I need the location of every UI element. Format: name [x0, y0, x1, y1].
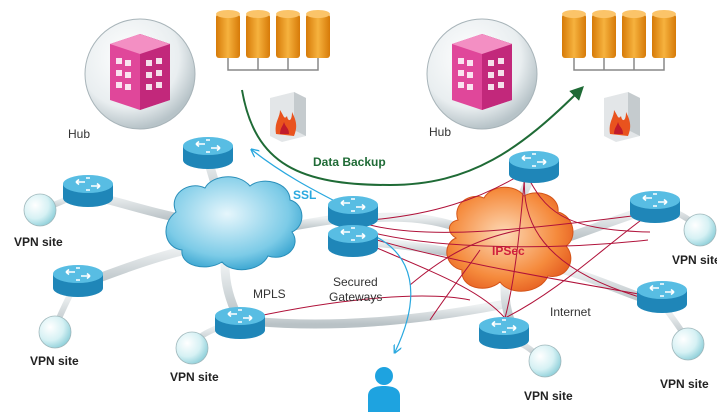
network-links: [37, 155, 698, 361]
hub-left: [84, 18, 196, 130]
ipsec-tunnels: [239, 171, 651, 321]
firewall-icon-left: [270, 92, 306, 142]
mpls-cloud: [165, 176, 303, 271]
vpn-site-icon: [23, 193, 57, 227]
server-icon: [622, 10, 646, 58]
router-icon: [508, 150, 560, 184]
router-icon: [62, 174, 114, 208]
server-icon: [562, 10, 586, 58]
vpn-site-icon: [671, 327, 705, 361]
server-rack-left: [216, 10, 330, 71]
vpn-site-label: VPN site: [30, 354, 79, 368]
gateway-router-icon: [327, 224, 379, 258]
vpn-site-label: VPN site: [170, 370, 219, 384]
vpn-site-label: VPN site: [14, 235, 63, 249]
router-icon: [629, 190, 681, 224]
server-icon: [246, 10, 270, 58]
router-icon: [478, 316, 530, 350]
gateways-label: Gateways: [329, 290, 382, 304]
server-rack-right: [562, 10, 676, 71]
vpn-site-icon: [38, 315, 72, 349]
server-icon: [652, 10, 676, 58]
mpls-label: MPLS: [253, 287, 286, 301]
server-icon: [592, 10, 616, 58]
vpn-site-label: VPN site: [660, 377, 709, 391]
hub-left-label: Hub: [68, 127, 90, 141]
ssl-arrow-down: [359, 229, 412, 352]
ssl-label: SSL: [293, 188, 316, 202]
hub-right-label: Hub: [429, 125, 451, 139]
data-backup-label: Data Backup: [313, 155, 386, 169]
ipsec-label: IPSec: [492, 244, 525, 258]
hub-right: [426, 18, 538, 130]
gateway-router-icon: [327, 195, 379, 229]
router-icon: [182, 136, 234, 170]
remote-user-icon: [368, 367, 400, 412]
vpn-site-icon: [528, 344, 562, 378]
vpn-site-label: VPN site: [524, 389, 573, 403]
building-icon: [452, 34, 512, 110]
router-icon: [52, 264, 104, 298]
server-icon: [276, 10, 300, 58]
firewall-icon-right: [604, 92, 640, 142]
server-icon: [306, 10, 330, 58]
data-backup-arrow: [241, 86, 584, 187]
secured-label: Secured: [333, 275, 378, 289]
vpn-site-icon: [683, 213, 717, 247]
router-icon: [214, 306, 266, 340]
vpn-site-label: VPN site: [672, 253, 717, 267]
internet-label: Internet: [550, 305, 591, 319]
router-icon: [636, 280, 688, 314]
internet-cloud: [446, 186, 574, 292]
vpn-site-icon: [175, 331, 209, 365]
building-icon: [110, 34, 170, 110]
server-icon: [216, 10, 240, 58]
